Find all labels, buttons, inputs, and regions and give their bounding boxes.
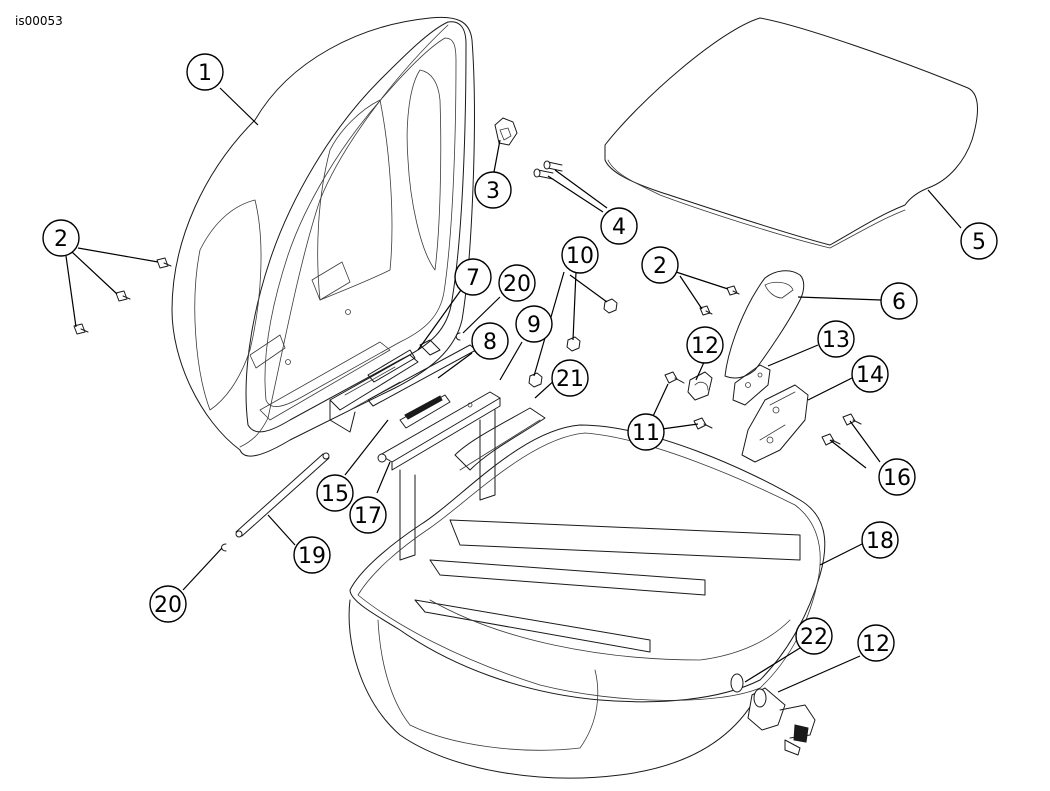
- callout-4: 4: [600, 207, 638, 245]
- callout-1: 1: [186, 53, 224, 91]
- callout-label: 10: [566, 244, 594, 269]
- callout-label: 6: [892, 290, 906, 315]
- callout-label: 20: [154, 593, 182, 618]
- callout-16: 16: [878, 458, 916, 496]
- callout-6: 6: [880, 282, 918, 320]
- callout-9: 9: [515, 305, 553, 343]
- callout-2-right: 2: [641, 246, 679, 284]
- callout-3: 3: [474, 171, 512, 209]
- callout-19: 19: [293, 536, 331, 574]
- callout-label: 2: [653, 254, 667, 279]
- callout-2-left: 2: [42, 219, 80, 257]
- callout-label: 2: [54, 227, 68, 252]
- callout-22: 22: [795, 617, 833, 655]
- callout-label: 7: [466, 266, 480, 291]
- part-pins: [533, 160, 563, 180]
- part-latch-spring: [687, 371, 713, 401]
- callout-label: 12: [862, 632, 890, 657]
- callout-5: 5: [960, 222, 998, 260]
- part-lid-shell: [171, 16, 475, 457]
- callout-label: 21: [556, 367, 584, 392]
- part-bolts: [664, 371, 713, 430]
- leader-lines: [65, 87, 962, 693]
- callout-label: 17: [354, 504, 382, 529]
- part-bracket-cover: [724, 270, 805, 379]
- callout-20-upper: 20: [498, 264, 536, 302]
- callout-label: 11: [632, 421, 660, 446]
- callout-12-lower: 12: [857, 624, 895, 662]
- part-nuts: [528, 298, 618, 388]
- callout-label: 3: [486, 179, 500, 204]
- callout-label: 4: [612, 215, 626, 240]
- part-latch-body: [741, 384, 809, 463]
- callout-label: 20: [503, 272, 531, 297]
- part-inner-pad: [604, 17, 978, 249]
- callout-label: 12: [691, 334, 719, 359]
- callout-8: 8: [471, 322, 509, 360]
- callout-18: 18: [861, 521, 899, 559]
- part-screws-left: [73, 257, 172, 335]
- part-screws-right-lower: [821, 413, 862, 446]
- callout-13: 13: [817, 320, 855, 358]
- callout-label: 8: [483, 330, 497, 355]
- part-small-clip-lower: [221, 543, 227, 552]
- part-hinge-assembly: [329, 339, 546, 561]
- callout-label: 14: [856, 363, 884, 388]
- part-hinge-rod: [235, 452, 330, 538]
- callout-label: 5: [972, 230, 986, 255]
- callout-label: 1: [198, 61, 212, 86]
- callout-label: 15: [321, 482, 349, 507]
- callout-21: 21: [551, 359, 589, 397]
- callout-label: 18: [866, 529, 894, 554]
- callout-10: 10: [561, 236, 599, 274]
- drawing-id: is00053: [15, 14, 63, 28]
- callout-14: 14: [851, 355, 889, 393]
- part-latch-plate: [732, 364, 771, 406]
- part-small-clip-upper: [455, 332, 461, 341]
- callout-12-upper: 12: [686, 326, 724, 364]
- part-clip: [494, 117, 518, 146]
- callout-label: 16: [883, 466, 911, 491]
- callout-label: 9: [527, 313, 541, 338]
- part-base-case: [348, 424, 826, 779]
- part-screws-right: [699, 285, 740, 316]
- callout-label: 13: [822, 328, 850, 353]
- callout-label: 22: [800, 625, 828, 650]
- callout-7: 7: [454, 258, 492, 296]
- callout-20-lower: 20: [149, 585, 187, 623]
- callout-11: 11: [627, 413, 665, 451]
- callout-label: 19: [298, 544, 326, 569]
- callout-17: 17: [349, 496, 387, 534]
- callout-15: 15: [316, 474, 354, 512]
- part-lock-cylinder: [747, 687, 816, 756]
